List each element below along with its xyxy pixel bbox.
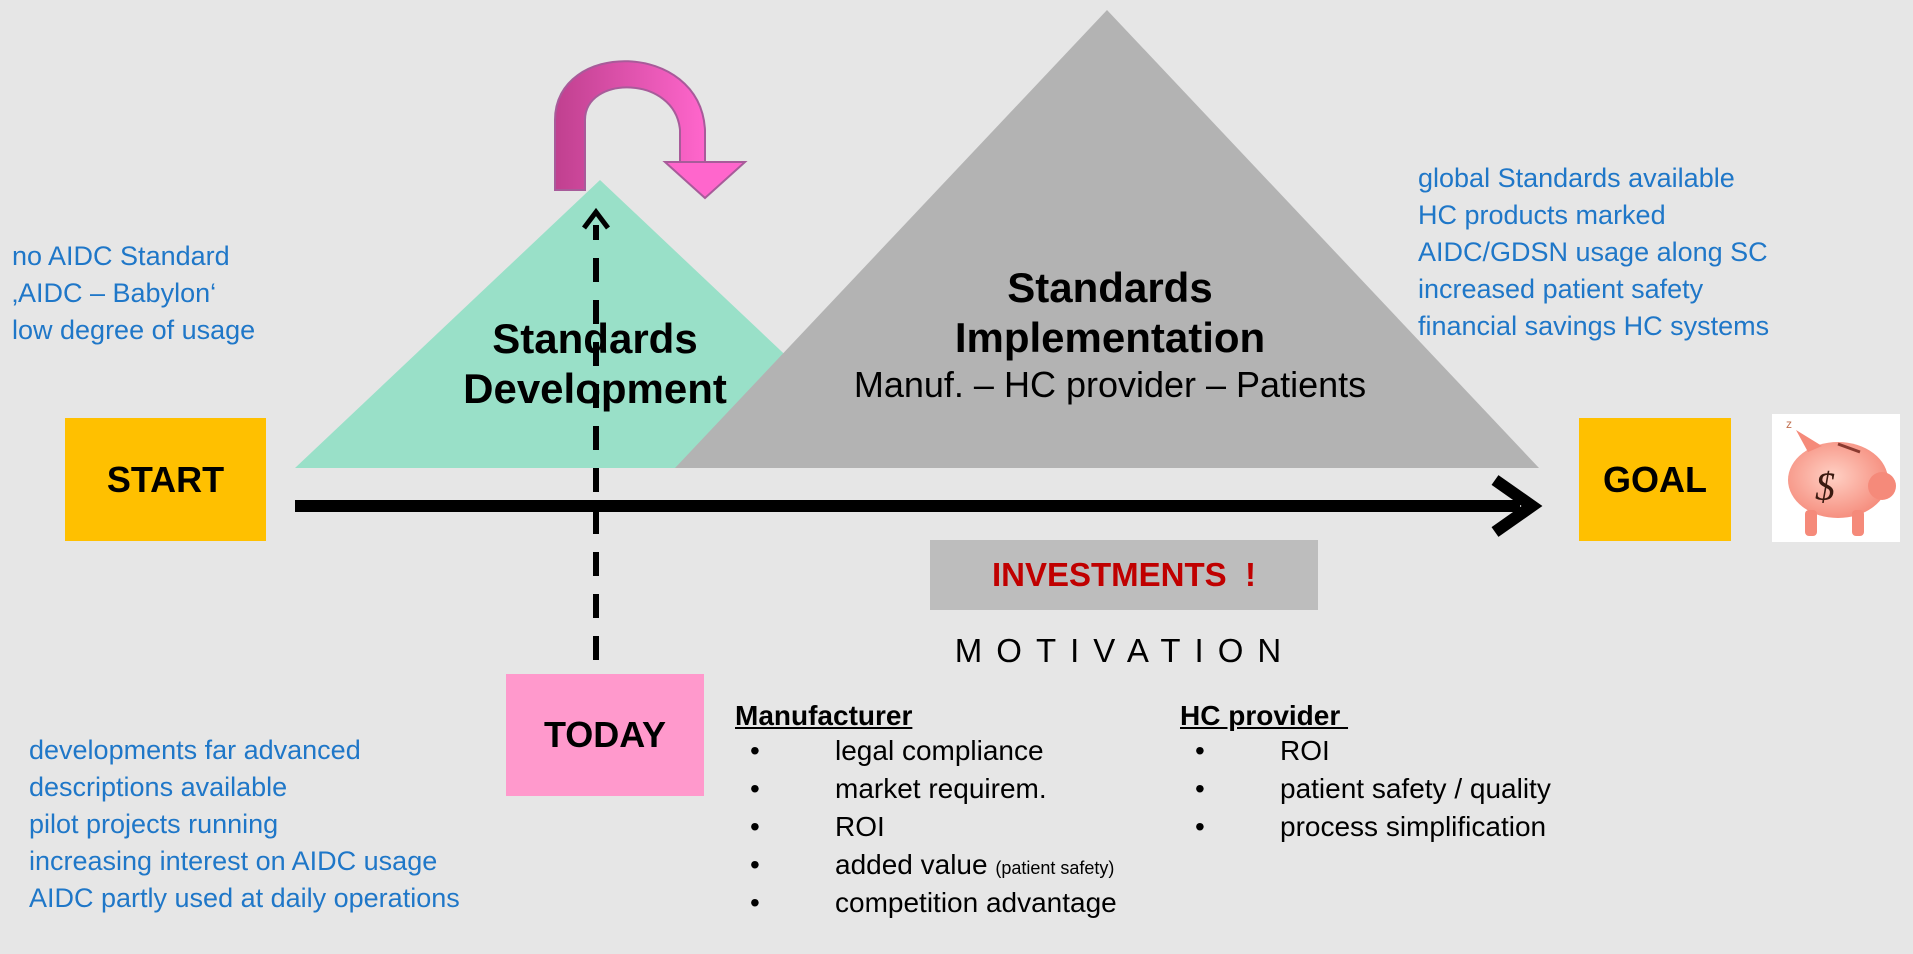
start-label: START: [106, 458, 225, 500]
investments-label: INVESTMENTS !: [991, 556, 1257, 593]
start-notes: no AIDC Standard ‚AIDC – Babylon‘ low de…: [12, 238, 255, 349]
today-box: TODAY: [506, 674, 704, 796]
timeline-arrow: [295, 475, 1543, 537]
goal-note: HC products marked: [1418, 200, 1666, 230]
list-item: patient safety / quality: [1180, 770, 1551, 808]
list-item: competition advantage: [735, 884, 1117, 922]
today-label: TODAY: [543, 714, 667, 755]
goal-notes: global Standards available HC products m…: [1418, 160, 1769, 345]
start-box: START: [65, 418, 266, 541]
list-item: ROI: [1180, 732, 1551, 770]
start-note: no AIDC Standard: [12, 241, 230, 271]
curved-arrow-icon: [554, 60, 748, 200]
svg-text:$: $: [1815, 464, 1835, 509]
implementation-triangle: [675, 10, 1539, 468]
today-note: increasing interest on AIDC usage: [29, 846, 438, 876]
today-note: descriptions available: [29, 772, 288, 802]
list-item: added value (patient safety): [735, 846, 1117, 884]
implementation-line3: Manuf. – HC provider – Patients: [853, 364, 1367, 405]
today-notes: developments far advanced descriptions a…: [29, 732, 460, 917]
development-label: Standards Development: [445, 314, 745, 414]
development-line1: Standards: [492, 315, 698, 362]
development-line2: Development: [463, 365, 727, 412]
hc-provider-list: HC provider ROI patient safety / quality…: [1180, 700, 1551, 846]
implementation-label: Standards Implementation Manuf. – HC pro…: [790, 263, 1430, 407]
manufacturer-list: Manufacturer legal compliance market req…: [735, 700, 1117, 922]
goal-label: GOAL: [1603, 458, 1707, 500]
implementation-line2: Implementation: [954, 314, 1266, 361]
goal-note: financial savings HC systems: [1418, 311, 1770, 341]
goal-box: GOAL: [1579, 418, 1731, 541]
motivation-label: MOTIVATION: [954, 632, 1296, 669]
start-note: low degree of usage: [12, 315, 256, 345]
today-note: developments far advanced: [29, 735, 361, 765]
goal-note: increased patient safety: [1418, 274, 1704, 304]
today-note: AIDC partly used at daily operations: [29, 883, 460, 913]
svg-text:z: z: [1786, 417, 1792, 431]
start-note: ‚AIDC – Babylon‘: [12, 278, 217, 308]
today-dashed-arrow: [582, 207, 610, 660]
implementation-line1: Standards: [1007, 264, 1213, 311]
goal-note: global Standards available: [1418, 163, 1735, 193]
piggy-bank-icon: $ z: [1772, 414, 1900, 542]
list-item: ROI: [735, 808, 1117, 846]
hc-provider-title: HC provider: [1180, 700, 1349, 731]
list-item: legal compliance: [735, 732, 1117, 770]
goal-note: AIDC/GDSN usage along SC: [1418, 237, 1768, 267]
manufacturer-title: Manufacturer: [735, 700, 913, 731]
today-note: pilot projects running: [29, 809, 279, 839]
list-item: process simplification: [1180, 808, 1551, 846]
list-item: market requirem.: [735, 770, 1117, 808]
added-value-note: (patient safety): [995, 858, 1115, 878]
investments-box: INVESTMENTS !: [930, 540, 1318, 610]
